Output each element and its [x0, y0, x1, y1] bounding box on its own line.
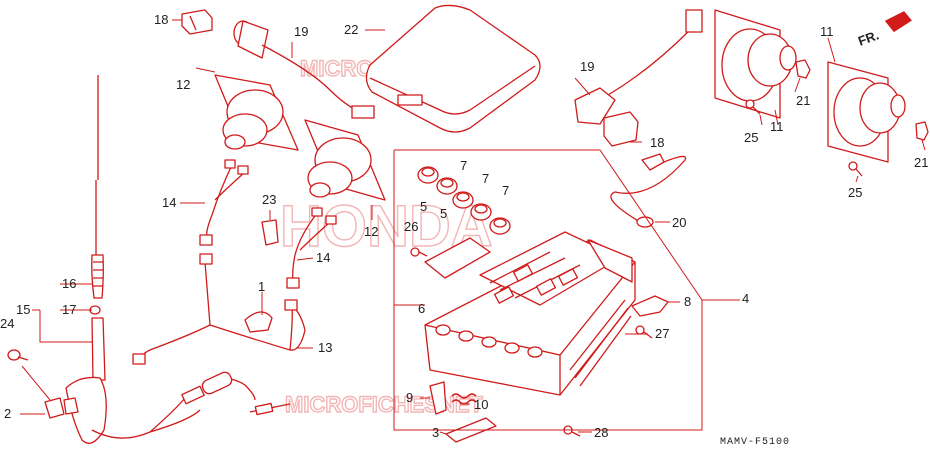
callout-21a: 21 — [796, 93, 810, 108]
part-12-speaker-upper — [214, 74, 299, 151]
callout-21b: 21 — [914, 155, 928, 170]
callout-25a: 25 — [744, 130, 758, 145]
part-27-screw — [635, 325, 653, 339]
part-25-screw-upper — [745, 99, 761, 115]
front-direction-label: FR. — [856, 27, 881, 48]
part-9-bracket — [429, 381, 447, 415]
leader-lines — [20, 19, 926, 435]
part-20-ground-wire — [610, 153, 687, 228]
part-2-bracket — [44, 397, 79, 419]
callout-27: 27 — [655, 326, 669, 341]
callout-20: 20 — [672, 215, 686, 230]
site-watermark-bottom: MICROFICHESNET — [285, 392, 484, 417]
part-6-lid — [424, 237, 491, 279]
part-22-cover — [365, 4, 541, 133]
callout-10: 10 — [474, 397, 488, 412]
callout-8: 8 — [684, 294, 691, 309]
part-7-knob-c — [489, 217, 511, 235]
callout-25b: 25 — [848, 185, 862, 200]
callout-5a: 5 — [420, 199, 427, 214]
diagram-code: MAMV-F5100 — [720, 437, 790, 448]
callout-11b: 11 — [820, 24, 834, 39]
callout-12a: 12 — [176, 77, 190, 92]
callout-14b: 14 — [316, 250, 330, 265]
part-12-speaker-lower — [304, 119, 386, 201]
callout-15: 15 — [16, 302, 30, 317]
part-14-harness-upper — [199, 159, 249, 246]
part-4-radio-unit — [424, 231, 636, 396]
callout-16: 16 — [62, 276, 76, 291]
part-21-clip-upper — [795, 59, 811, 79]
part-13-harness — [132, 253, 306, 365]
part-11-speaker-left — [714, 9, 797, 119]
callout-labels: 1 2 3 4 5 5 6 7 7 7 8 9 10 11 11 12 12 1… — [0, 12, 928, 440]
callout-2: 2 — [4, 406, 11, 421]
callout-4: 4 — [742, 291, 749, 306]
front-direction-arrow: FR. — [856, 11, 912, 49]
part-11-speaker-right — [827, 61, 906, 163]
part-21-clip-lower — [915, 121, 929, 141]
callout-9: 9 — [406, 390, 413, 405]
part-8-bracket — [631, 295, 669, 317]
callout-18a: 18 — [154, 12, 168, 27]
part-19-connector-top — [233, 20, 375, 119]
callout-19b: 19 — [580, 59, 594, 74]
callout-18b: 18 — [650, 135, 664, 150]
part-14-harness-lower — [286, 207, 337, 289]
part-19-connector-right — [574, 9, 703, 125]
callout-19a: 19 — [294, 24, 308, 39]
callout-17: 17 — [62, 302, 76, 317]
callout-5b: 5 — [440, 206, 447, 221]
callout-1: 1 — [258, 279, 265, 294]
part-26-screw — [410, 247, 428, 257]
callout-11a: 11 — [770, 119, 784, 134]
callout-13: 13 — [318, 340, 332, 355]
callout-22: 22 — [344, 22, 358, 37]
part-18-grommet-right — [603, 111, 639, 147]
callout-28: 28 — [594, 425, 608, 440]
callout-12b: 12 — [364, 224, 378, 239]
callout-7b: 7 — [482, 171, 489, 186]
callout-6: 6 — [418, 301, 425, 316]
part-15-antenna-assembly — [65, 75, 201, 444]
part-28-screw — [563, 425, 581, 437]
part-7-knob-a — [452, 191, 474, 209]
part-24-bolt — [7, 349, 29, 361]
callout-24: 24 — [0, 316, 14, 331]
part-5-knob-a — [417, 166, 439, 184]
part-18-grommet-top — [181, 9, 213, 35]
callout-23: 23 — [262, 192, 276, 207]
callout-7c: 7 — [502, 183, 509, 198]
callout-26: 26 — [404, 219, 418, 234]
antenna-cable — [149, 371, 291, 433]
part-23-clip — [261, 219, 279, 246]
part-5-knob-b — [436, 177, 458, 195]
part-25-screw-lower — [848, 161, 863, 177]
callout-7a: 7 — [460, 158, 467, 173]
part-7-knob-b — [470, 203, 492, 221]
callout-14a: 14 — [162, 195, 176, 210]
callout-3: 3 — [432, 425, 439, 440]
